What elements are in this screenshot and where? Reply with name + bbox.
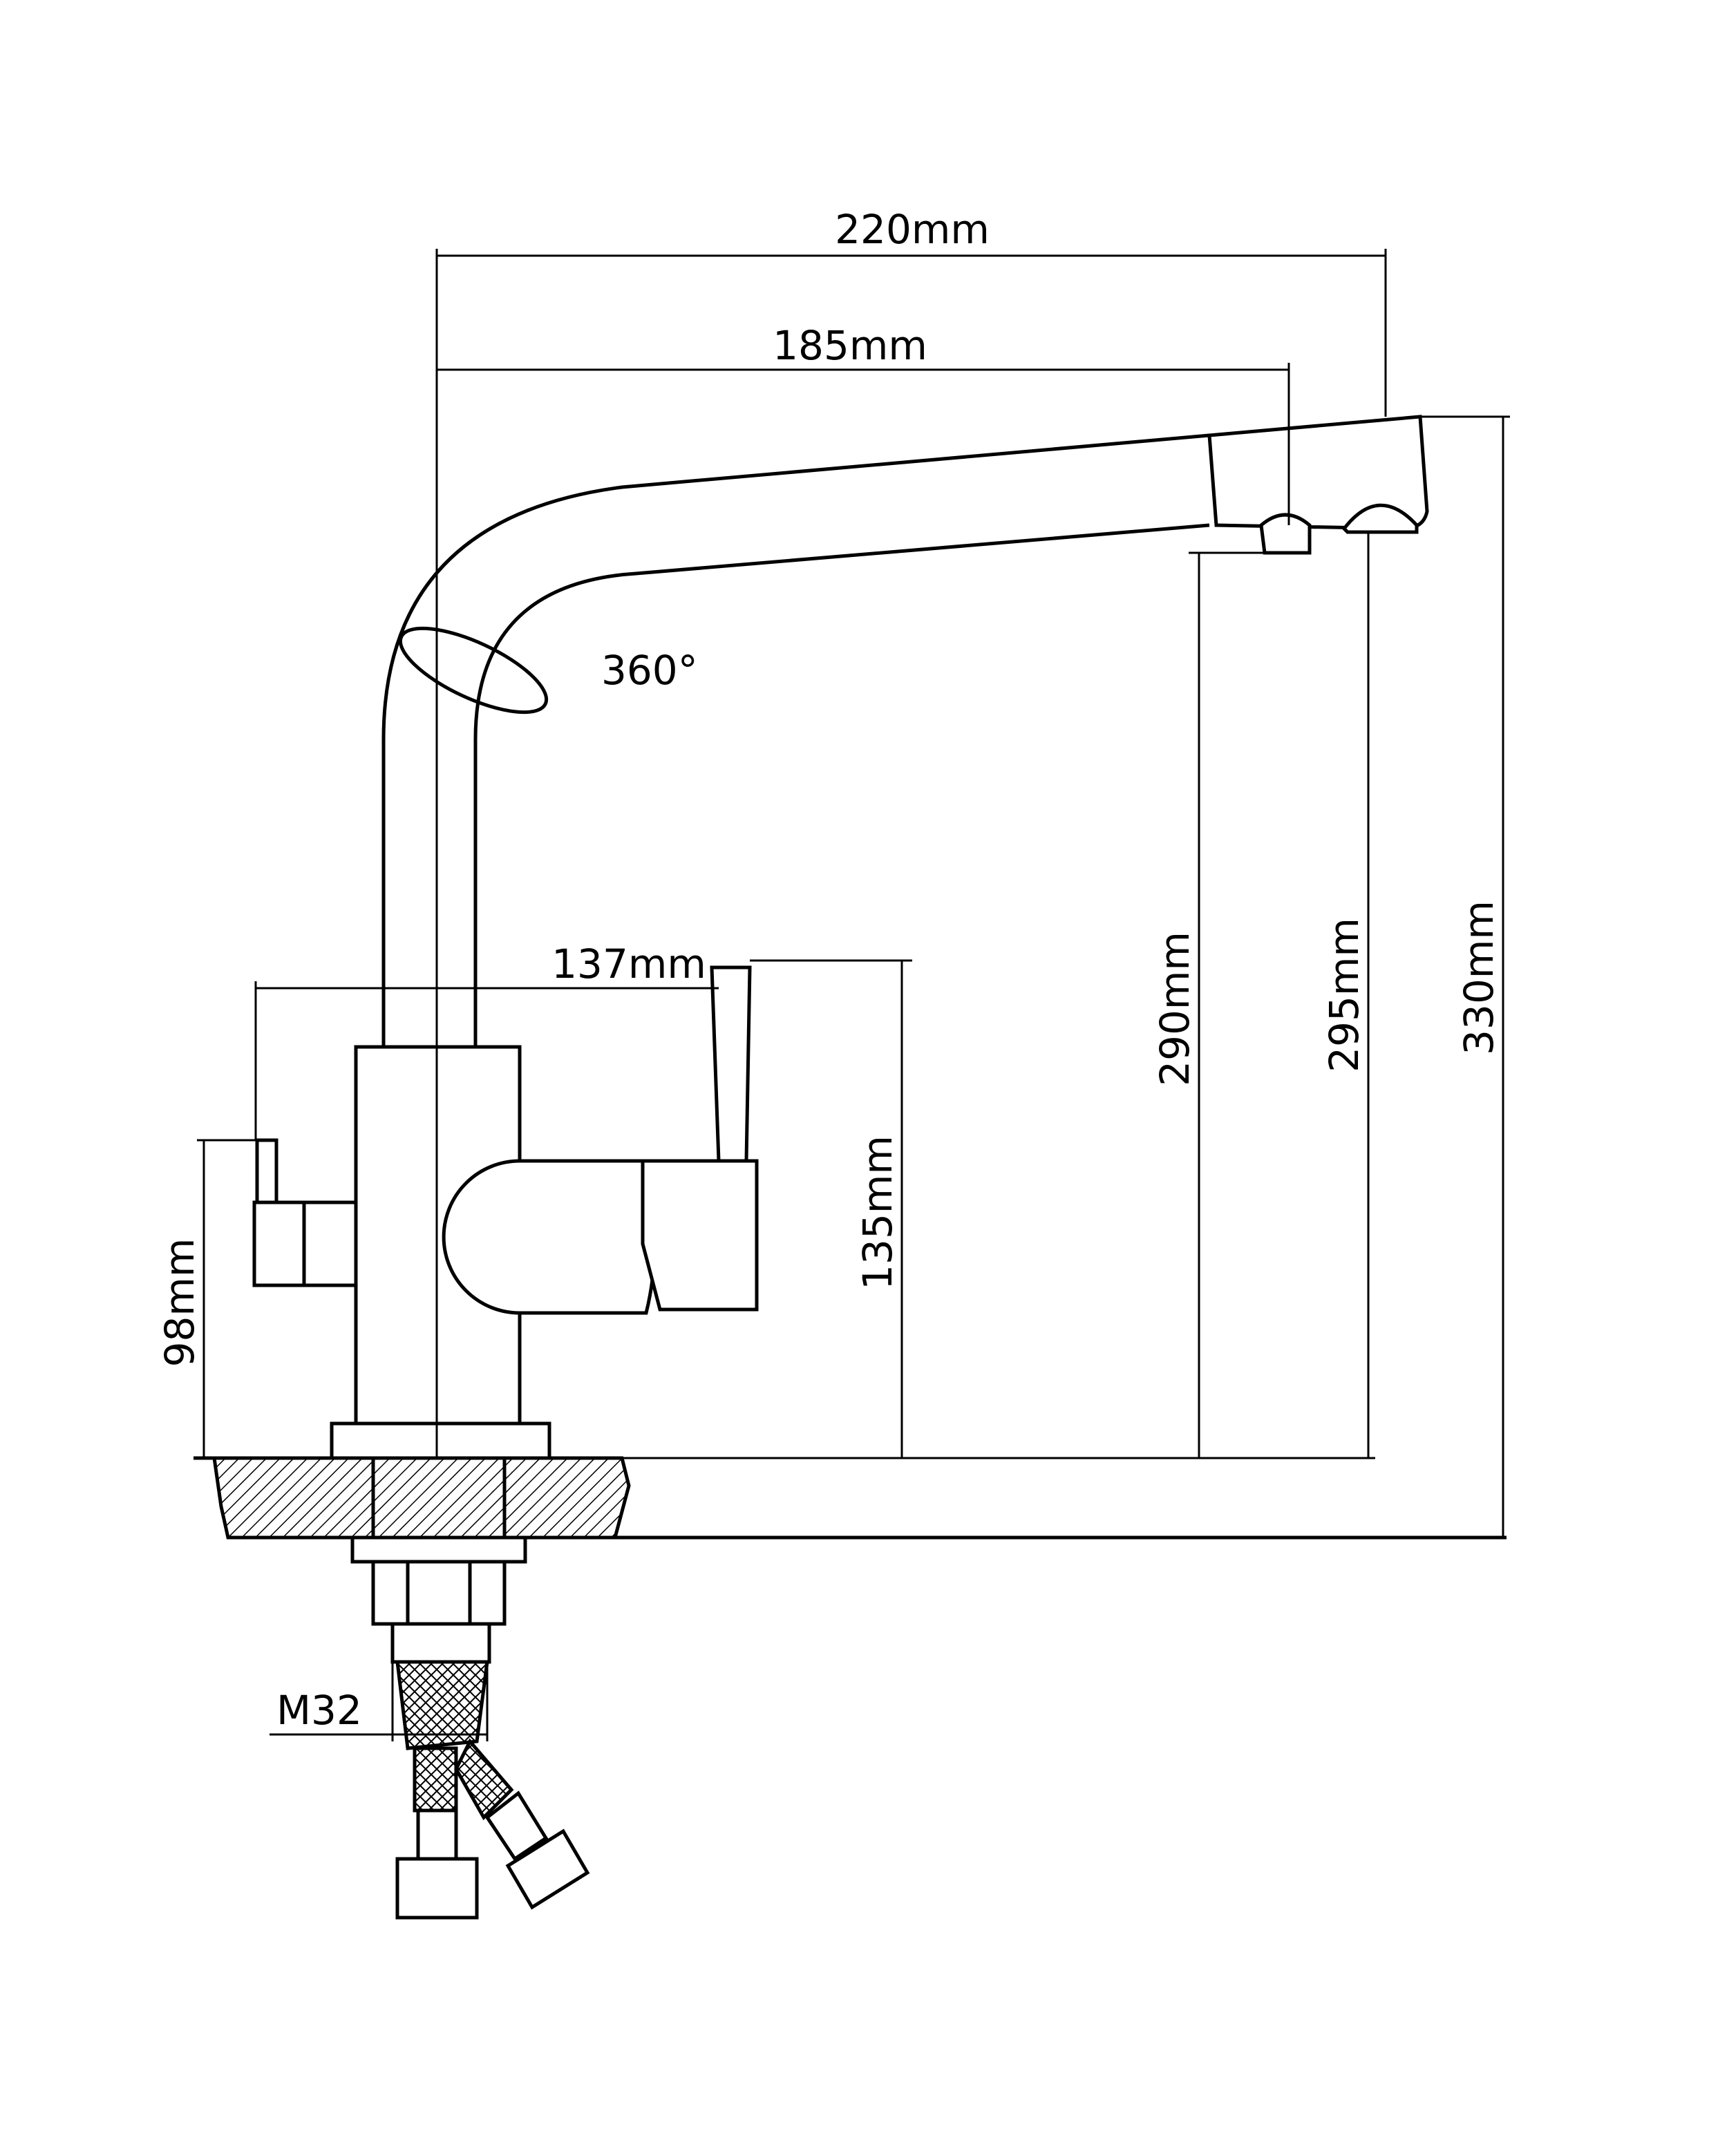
outlet-nozzle-left — [1259, 513, 1312, 555]
dim-220mm: 220mm — [835, 206, 990, 253]
outlet-nozzle-right — [1341, 503, 1419, 534]
mount-nut — [371, 1560, 507, 1626]
under-counter-fittings — [350, 1535, 590, 1920]
spout-inner — [473, 523, 1210, 1047]
hose-upper — [395, 1660, 489, 1750]
rotation-label: 360° — [601, 647, 698, 694]
right-lever — [710, 965, 752, 1163]
base-flange — [330, 1421, 551, 1460]
countertop-section — [193, 1456, 1507, 1540]
threaded-shank — [390, 1622, 491, 1664]
washer — [350, 1535, 527, 1564]
thread-label: M32 — [276, 1687, 362, 1734]
left-hose-ferrule — [416, 1808, 458, 1861]
dim-290mm: 290mm — [1151, 932, 1198, 1086]
dim-295mm: 295mm — [1321, 918, 1368, 1072]
dim-135mm: 135mm — [854, 1135, 901, 1290]
spout-outer — [381, 433, 1210, 1047]
dimension-lines — [197, 249, 1510, 1741]
right-hose-ferrule — [484, 1790, 549, 1862]
hose-left — [413, 1746, 458, 1813]
hose-right — [454, 1738, 514, 1821]
dim-98mm: 98mm — [156, 1238, 203, 1368]
right-cartridge — [442, 1159, 657, 1315]
left-hose-nut — [395, 1857, 479, 1920]
dim-330mm: 330mm — [1455, 900, 1502, 1055]
left-lever — [255, 1138, 278, 1204]
right-handle-base — [641, 1159, 759, 1312]
right-hose-nut — [505, 1828, 590, 1910]
rotation-indicator — [398, 626, 549, 715]
dim-137mm: 137mm — [551, 940, 706, 987]
faucet-body — [252, 415, 1429, 1460]
dim-185mm: 185mm — [773, 322, 927, 369]
